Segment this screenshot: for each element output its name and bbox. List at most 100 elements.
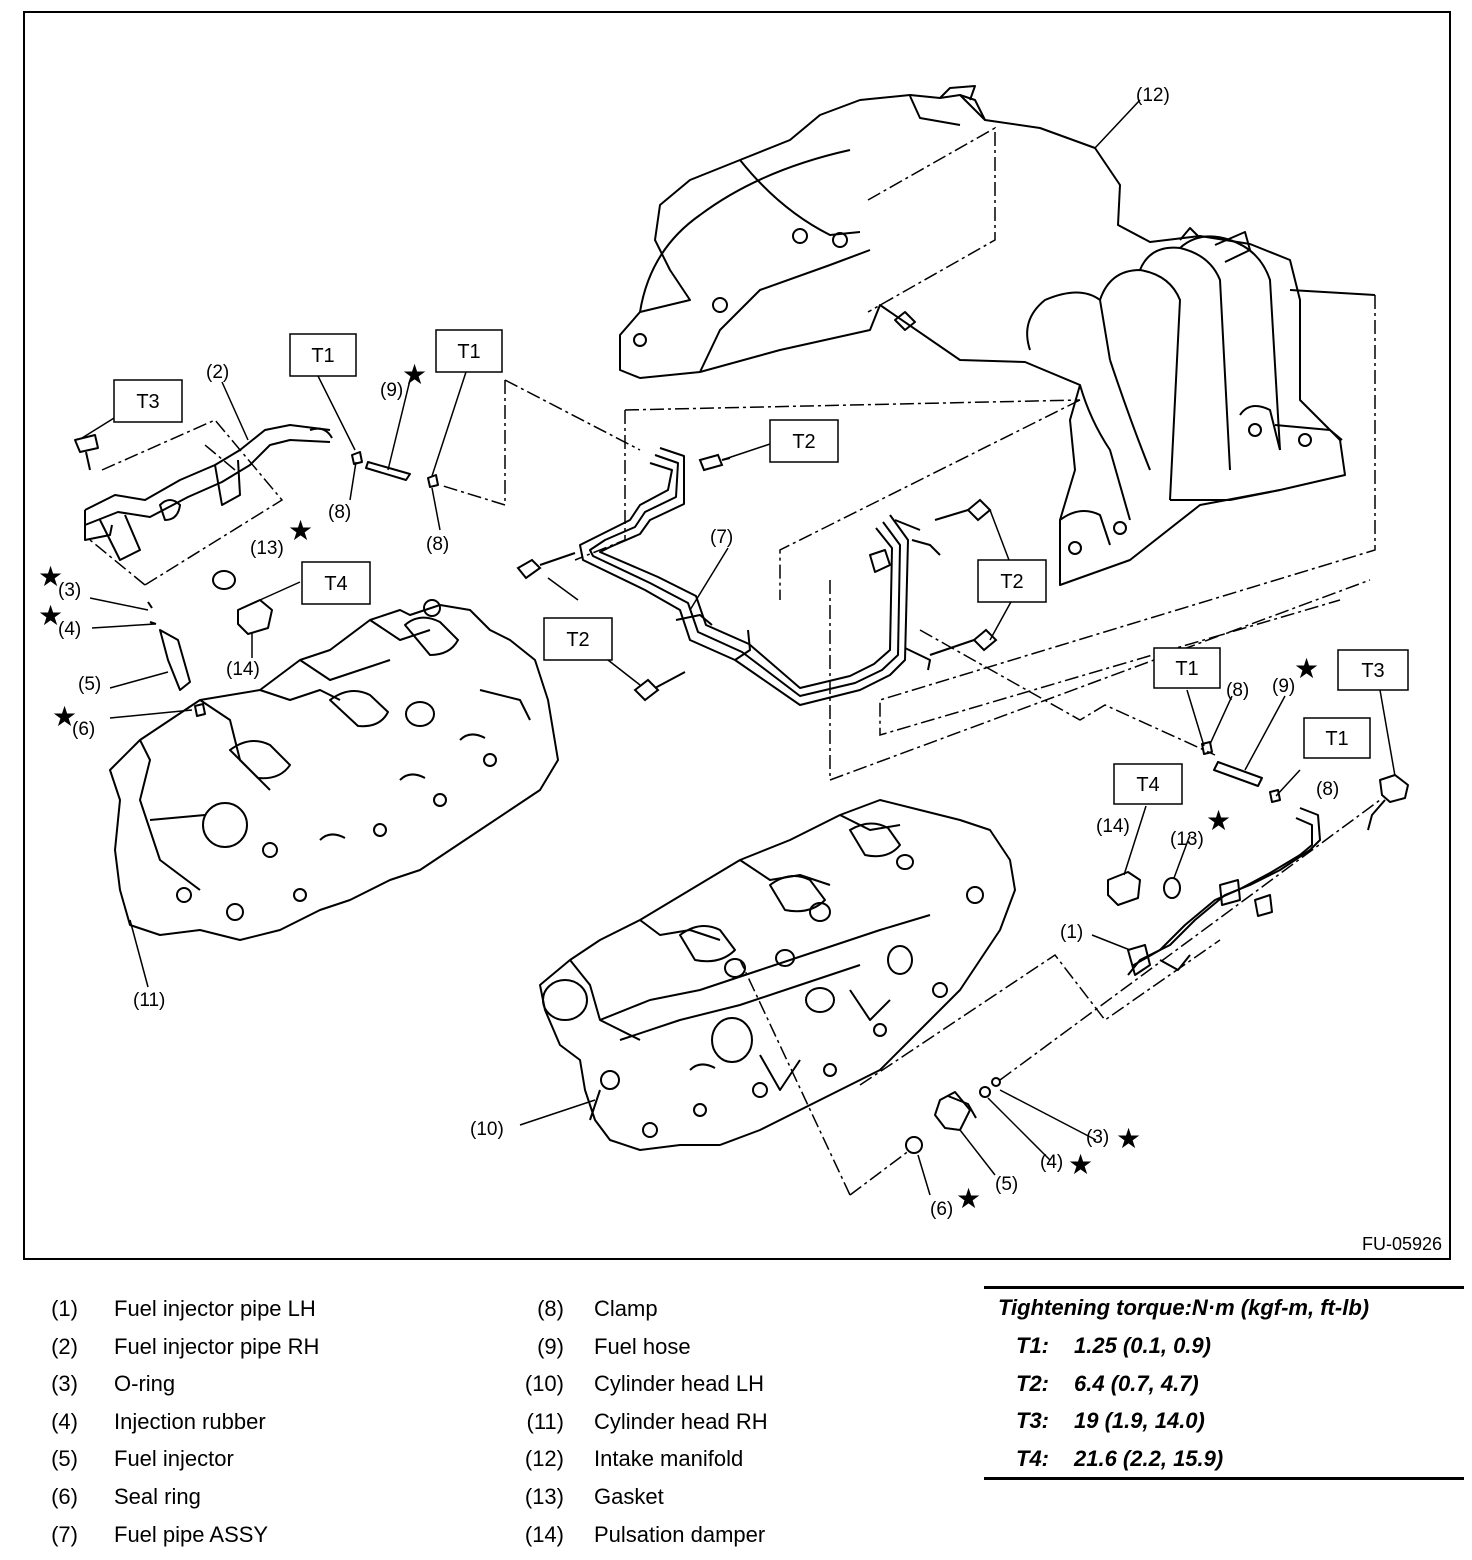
callout-1: (1) <box>1060 922 1083 943</box>
fuel-pipe-assy-drawing <box>579 447 941 706</box>
callout-14-right: (14) <box>1096 816 1130 837</box>
torque-key: T1: <box>1016 1333 1049 1358</box>
callout-numbers: (12) (2) (9) (8) (8) (13) (7) (3) (4) (5… <box>58 85 1339 1220</box>
leader-lines <box>81 99 1396 1196</box>
parts-legend-left: (1)Fuel injector pipe LH (2) Fuel injecto… <box>30 1290 319 1553</box>
legend-row: (6)Seal ring <box>30 1478 319 1516</box>
callout-9-right: (9) <box>1272 676 1295 697</box>
legend-row: (2) Fuel injector pipe RH <box>30 1328 319 1366</box>
tag-t4-left: T4 <box>324 573 347 595</box>
star-13-right: ★ <box>1206 805 1231 836</box>
star-3-right: ★ <box>1116 1123 1141 1154</box>
legend-num: (5) <box>51 1446 78 1472</box>
callout-10: (10) <box>470 1119 504 1140</box>
dash-dot-guides <box>89 126 1381 1196</box>
torque-table-title: Tightening torque:N·m (kgf-m, ft-lb) <box>998 1295 1370 1320</box>
star-6-left: ★ <box>52 701 77 732</box>
figure-frame <box>23 11 1451 1260</box>
legend-label: Fuel hose <box>594 1333 691 1359</box>
legend-label: Seal ring <box>114 1483 201 1509</box>
star-3-left: ★ <box>38 561 63 592</box>
star-4-left: ★ <box>38 600 63 631</box>
legend-num: (11) <box>526 1408 565 1434</box>
legend-row: (9) Fuel hose <box>506 1328 768 1366</box>
legend-num: (3) <box>51 1371 78 1397</box>
callout-4-left: (4) <box>58 619 81 640</box>
legend-num: (7) <box>51 1521 78 1547</box>
legend-label: Fuel pipe ASSY <box>114 1521 269 1547</box>
star-13-left: ★ <box>288 515 313 546</box>
legend-row: (10) Cylinder head LH <box>506 1365 768 1403</box>
star-6-right: ★ <box>956 1183 981 1214</box>
legend-row: (13)Gasket <box>506 1478 768 1516</box>
legend-label: Cylinder head LH <box>594 1371 764 1397</box>
legend-label: Fuel injector <box>114 1446 234 1472</box>
callout-14-left: (14) <box>226 659 260 680</box>
legend-row: (12)Intake manifold <box>506 1440 768 1478</box>
legend-label: Clamp <box>594 1296 658 1321</box>
callout-2: (2) <box>206 362 229 383</box>
legend-row: (7) Fuel pipe ASSY <box>30 1516 319 1554</box>
callout-8-right-b: (8) <box>1316 779 1339 800</box>
torque-row: T3: 19 (1.9, 14.0) <box>984 1402 1464 1440</box>
callout-11: (11) <box>133 990 165 1011</box>
callout-3-left: (3) <box>58 580 81 601</box>
callout-4-right: (4) <box>1040 1152 1063 1173</box>
legend-label: O-ring <box>114 1371 176 1397</box>
legend-label: Cylinder head RH <box>594 1408 768 1434</box>
legend-num: (13) <box>524 1483 564 1509</box>
torque-key: T3: <box>1016 1408 1049 1433</box>
legend-num: (1) <box>51 1296 78 1321</box>
tag-t4-right: T4 <box>1136 774 1159 796</box>
callout-9-left: (9) <box>380 380 403 401</box>
torque-tag-labels: T3 T1 T1 T4 T2 T2 T2 T1 T3 T1 T4 <box>136 341 1384 796</box>
legend-row: (14)Pulsation damper <box>506 1516 768 1554</box>
callout-6-right: (6) <box>930 1199 953 1220</box>
exploded-view-diagram: T3 T1 T1 T4 T2 T2 T2 T1 T3 T1 T4 (12) (2… <box>23 11 1451 1260</box>
parts-legend-right: (8) Clamp (9) Fuel hose (10) Cylinder head … <box>506 1290 768 1553</box>
cylinder-head-rh-drawing <box>109 599 559 941</box>
legend-row: (4) Injection rubber <box>30 1403 319 1441</box>
tag-t1-left-b: T1 <box>457 341 480 363</box>
callout-5-left: (5) <box>78 674 101 695</box>
callout-7: (7) <box>710 527 733 548</box>
torque-row: T4:21.6 (2.2, 15.9) <box>984 1440 1464 1478</box>
torque-key: T2: <box>1016 1370 1049 1396</box>
tag-t3-left: T3 <box>136 391 159 413</box>
star-4-right: ★ <box>1068 1149 1093 1180</box>
star-9-left: ★ <box>402 359 427 390</box>
legend-num: (9) <box>537 1333 564 1359</box>
legend-label: Pulsation damper <box>594 1521 766 1547</box>
legend-row: (11) Cylinder head RH <box>506 1403 768 1441</box>
legend-row: (8) Clamp <box>506 1290 768 1328</box>
torque-value: 1.25 (0.1, 0.9) <box>1074 1333 1211 1358</box>
callout-6-left: (6) <box>72 719 95 740</box>
legend-num: (10) <box>524 1371 564 1397</box>
legend-label: Fuel injector pipe RH <box>114 1333 320 1359</box>
torque-row: T2:6.4 (0.7, 4.7) <box>984 1365 1464 1403</box>
callout-12: (12) <box>1136 85 1170 106</box>
legend-num: (8) <box>537 1296 564 1321</box>
tag-t2-c: T2 <box>566 629 589 651</box>
tightening-torque-table: Tightening torque:N·m (kgf-m, ft-lb) T1:… <box>984 1286 1464 1480</box>
torque-row: T1: 1.25 (0.1, 0.9) <box>984 1327 1464 1365</box>
tag-t1-left-a: T1 <box>311 345 334 367</box>
torque-value: 19 (1.9, 14.0) <box>1074 1408 1205 1433</box>
tag-t1-right-a: T1 <box>1175 658 1198 680</box>
legend-row: (3) O-ring <box>30 1365 319 1403</box>
callout-5-right: (5) <box>995 1174 1018 1195</box>
legend-label: Injection rubber <box>114 1408 266 1434</box>
callout-13-right: (13) <box>1170 829 1204 850</box>
torque-tag-boxes <box>113 329 1409 805</box>
callout-3-right: (3) <box>1086 1127 1109 1148</box>
callout-8-right-a: (8) <box>1226 680 1249 701</box>
tag-t1-right-b: T1 <box>1325 728 1348 750</box>
cylinder-head-lh-drawing <box>539 799 1016 1151</box>
star-9-right: ★ <box>1294 653 1319 684</box>
legend-num: (2) <box>51 1333 78 1359</box>
legend-num: (4) <box>51 1408 78 1434</box>
legend-label: Intake manifold <box>594 1446 744 1472</box>
legend-row: (1)Fuel injector pipe LH <box>30 1290 319 1328</box>
tag-t2-a: T2 <box>792 431 815 453</box>
figure-id: FU-05926 <box>1362 1234 1442 1254</box>
